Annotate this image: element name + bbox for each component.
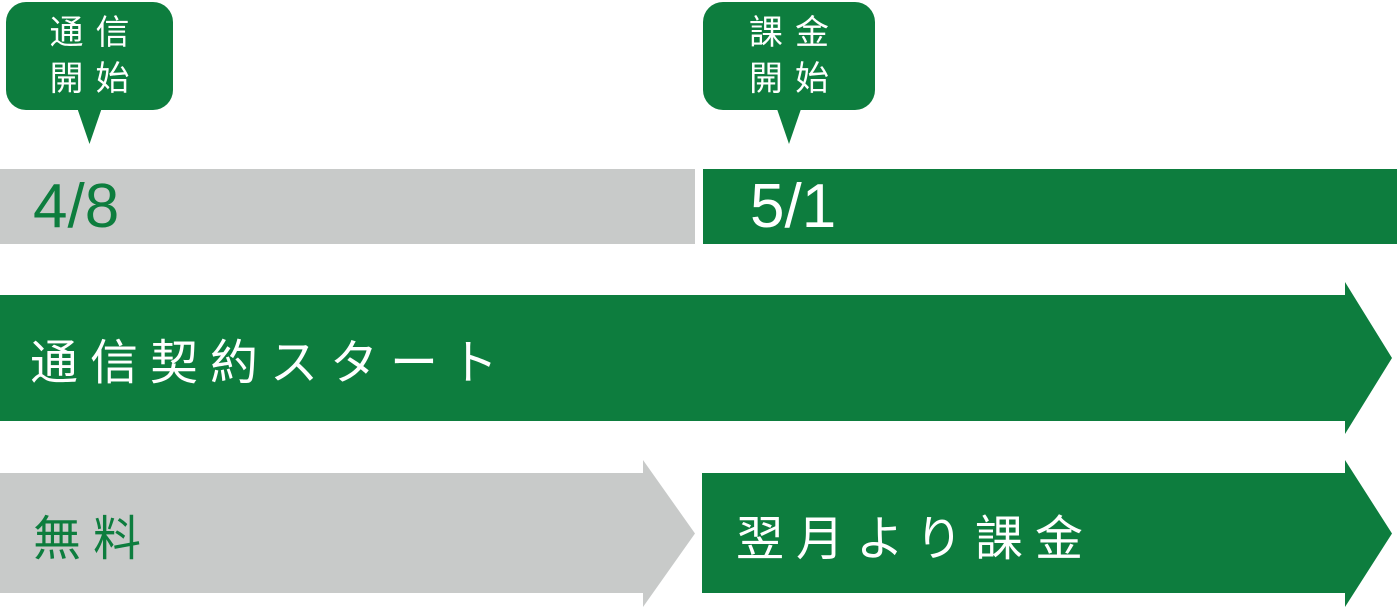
contract-start-arrow: 通信契約スタート — [0, 282, 1392, 434]
callout-pointer-down-icon — [777, 109, 801, 144]
callout-billing-start-label-line2: 開始 — [749, 60, 841, 98]
free-period-arrow: 無料 — [0, 460, 695, 607]
billing-start-date: 5/1 — [750, 172, 837, 241]
billing-period-arrow-label: 翌月より課金 — [736, 512, 1096, 566]
date-bar-free-period: 4/8 — [0, 169, 695, 244]
date-bar-billing-period: 5/1 — [703, 169, 1397, 244]
callout-communication-start-label-line1: 通信 — [49, 14, 142, 52]
free-start-date: 4/8 — [33, 172, 120, 241]
callout-communication-start: 通信 開始 — [6, 2, 173, 144]
contract-start-arrow-label: 通信契約スタート — [30, 337, 511, 390]
free-period-arrow-label: 無料 — [33, 512, 154, 566]
callout-billing-start-label-line1: 課金 — [749, 14, 841, 52]
billing-period-arrow: 翌月より課金 — [702, 460, 1392, 607]
callout-billing-start: 課金 開始 — [703, 2, 875, 144]
callout-pointer-down-icon — [77, 109, 102, 144]
callout-communication-start-label-line2: 開始 — [49, 60, 142, 98]
